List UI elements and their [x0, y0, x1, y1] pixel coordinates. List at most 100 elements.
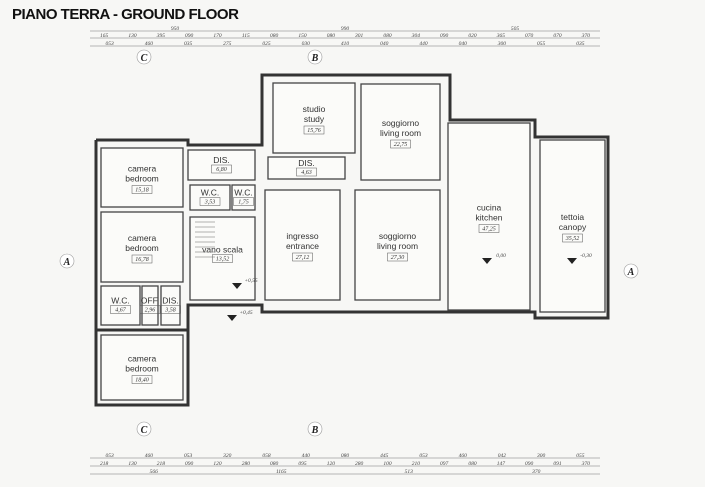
section-marker-c: C [141, 425, 148, 436]
dimension-bottom: 218 [157, 461, 166, 467]
dimension-top: 301 [354, 33, 364, 39]
room-label: camera [128, 233, 157, 243]
room-area: 27,12 [296, 255, 310, 261]
room-outline [539, 139, 606, 313]
dimension-bottom: 053 [419, 453, 428, 459]
room-outline [100, 211, 184, 283]
room-outline [100, 334, 184, 401]
area-box [110, 305, 131, 314]
dimension-bottom: 120 [327, 461, 336, 467]
dimension-top: 304 [411, 32, 421, 39]
section-marker-a: A [63, 257, 71, 268]
dimension-top: 370 [581, 33, 591, 39]
room-area: 4,63 [301, 169, 312, 176]
dimension-bottom: 080 [341, 453, 350, 459]
room-label: camera [128, 164, 157, 174]
room-area: 16,78 [135, 257, 149, 263]
dimension-top: 275 [223, 41, 232, 47]
dimension-bottom: 095 [298, 461, 307, 467]
level-marker-icon [567, 258, 577, 264]
dimension-bottom: 042 [498, 452, 507, 459]
level-value: +0,55 [244, 278, 258, 284]
room-label: OFF. [141, 296, 159, 306]
dimension-top: 150 [298, 33, 307, 39]
room-label: camera [128, 354, 157, 364]
dimension-top: 990 [341, 26, 350, 32]
area-box [390, 139, 411, 149]
room-outline [100, 147, 184, 208]
dimension-bottom: 053 [184, 453, 193, 459]
room-label: tettoia [561, 212, 584, 222]
dimension-top: 053 [105, 41, 114, 47]
dimension-top: 035 [576, 41, 585, 47]
dimension-bottom: 280 [355, 461, 364, 467]
level-value: 0,00 [496, 253, 506, 259]
room-outline [189, 216, 256, 301]
dimension-top: 080 [270, 33, 279, 39]
room-outline [264, 189, 341, 301]
dimension-bottom: 370 [531, 469, 541, 475]
area-box [131, 375, 153, 384]
area-box [296, 167, 317, 177]
room-label-en: bedroom [125, 364, 159, 374]
room-label: DIS. [298, 158, 315, 168]
room-label: studio [303, 104, 326, 114]
section-marker-circle [136, 49, 152, 65]
dimension-bottom: 440 [302, 452, 311, 459]
dimension-bottom: 091 [553, 461, 562, 467]
dimension-top: 040 [459, 40, 468, 47]
section-marker-circle [307, 421, 323, 437]
room-label-en: bedroom [125, 174, 159, 184]
dimension-top: 165 [100, 33, 109, 39]
area-box [387, 252, 408, 262]
area-box [292, 252, 313, 262]
level-marker-icon [232, 283, 242, 289]
dimension-bottom: 513 [405, 469, 414, 475]
level-value: +0,45 [239, 309, 253, 316]
dimension-bottom: 300 [536, 453, 546, 459]
dimension-top: 035 [184, 41, 193, 47]
area-box [139, 305, 161, 314]
dimension-bottom: 147 [497, 460, 506, 467]
room-area: 1,75 [238, 200, 249, 206]
dimension-top: 090 [440, 33, 449, 39]
room-area: 18,40 [135, 377, 149, 384]
dimension-top: 130 [128, 33, 137, 39]
level-value: -0,30 [580, 253, 592, 259]
dimension-bottom: 120 [213, 461, 222, 467]
section-marker-c: C [141, 53, 148, 64]
dimension-bottom: 053 [105, 453, 114, 459]
dimension-top: 395 [156, 33, 166, 39]
room-area: 4,67 [115, 307, 127, 314]
dimension-top: 505 [511, 26, 520, 32]
dimension-top: 080 [327, 33, 336, 39]
section-marker-circle [59, 253, 75, 269]
dimension-bottom: 090 [185, 461, 194, 467]
level-marker-icon [227, 315, 237, 321]
section-marker-circle [136, 421, 152, 437]
room-label: DIS. [162, 296, 179, 306]
area-box [199, 197, 221, 206]
room-label-en: bedroom [125, 243, 159, 253]
dimension-bottom: 080 [468, 461, 477, 467]
area-box [131, 185, 153, 194]
room-area: 3,53 [204, 200, 216, 206]
dimension-top: 170 [213, 33, 222, 39]
exterior-walls [94, 73, 610, 407]
dimension-top: 115 [242, 33, 250, 39]
room-label: W.C. [234, 188, 252, 198]
room-label-en: study [304, 114, 325, 124]
section-marker-b: B [311, 53, 319, 64]
area-box [478, 224, 500, 233]
area-box [562, 233, 583, 243]
area-box [233, 197, 254, 206]
dimension-bottom: 460 [459, 452, 468, 459]
room-area: 35,52 [565, 236, 580, 242]
dimension-top: 090 [185, 33, 194, 39]
dimension-bottom: 320 [222, 453, 232, 459]
dimension-bottom: 566 [150, 469, 159, 475]
room-label-en: canopy [559, 222, 587, 232]
dimension-bottom: 370 [581, 461, 591, 467]
dimension-bottom: 100 [383, 461, 392, 467]
